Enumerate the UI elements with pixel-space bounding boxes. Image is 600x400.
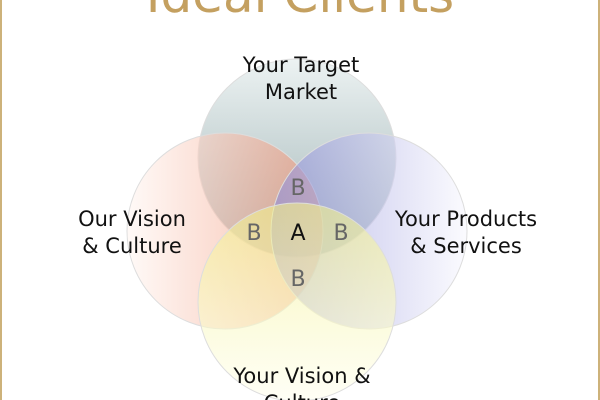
region-b-right: B: [333, 221, 348, 246]
label-products-2: & Services: [410, 234, 522, 258]
label-our-vision-2: & Culture: [82, 234, 182, 258]
label-target-market-2: Market: [265, 80, 337, 104]
region-b-left: B: [246, 221, 261, 246]
diagram-title: Ideal Clients: [0, 0, 600, 20]
label-our-vision-1: Our Vision: [78, 207, 186, 231]
label-your-vision-1: Your Vision &: [232, 364, 370, 388]
label-your-vision-2: Culture: [264, 391, 340, 400]
region-a: A: [290, 221, 305, 246]
label-products-1: Your Products: [394, 207, 537, 231]
label-target-market-1: Your Target: [242, 53, 359, 77]
frame-left-border: [0, 0, 2, 400]
frame-right-border: [598, 0, 600, 400]
region-b-top: B: [290, 176, 305, 201]
circle-your-vision: [197, 202, 397, 400]
region-b-bottom: B: [290, 267, 305, 292]
